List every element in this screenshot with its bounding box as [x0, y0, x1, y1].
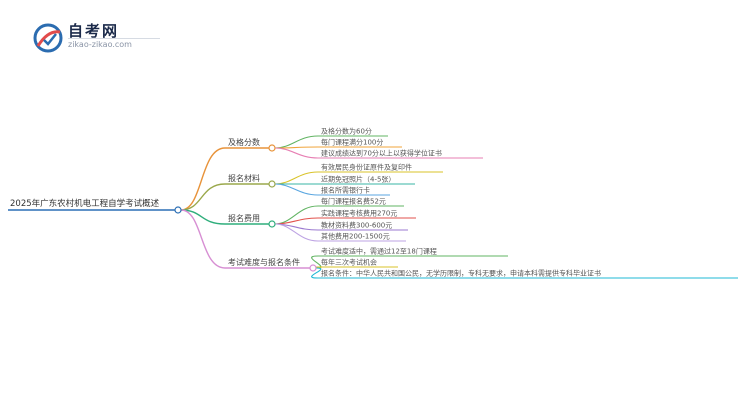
root-node-handle[interactable] [174, 206, 182, 214]
leaf-1-1-label: 及格分数为60分 [321, 127, 372, 136]
edge-branch-1-leaf-3 [274, 147, 319, 159]
logo-divider [68, 38, 160, 39]
branch-2-label: 报名材料 [228, 173, 260, 183]
leaf-2-2-label: 近期免冠照片（4-5张） [321, 175, 395, 184]
leaf-3-1-label: 每门课程报名费52元 [321, 197, 386, 206]
edge-branch-2-leaf-1 [274, 171, 319, 185]
branch-2-handle[interactable] [268, 180, 276, 188]
edge-root-branch-4 [180, 209, 226, 269]
leaf-3-4-label: 其他费用200-1500元 [321, 232, 390, 241]
branch-1-label: 及格分数 [228, 137, 260, 147]
edge-branch-3-leaf-4 [274, 223, 319, 242]
leaf-2-1-label: 有效居民身份证原件及复印件 [321, 163, 412, 172]
leaf-1-2-label: 每门课程满分100分 [321, 138, 383, 147]
root-node-label: 2025年广东农村机电工程自学考试概述 [10, 198, 160, 209]
edge-branch-4-leaf-3 [311, 267, 322, 279]
edge-root-branch-1 [180, 147, 226, 211]
branch-4-handle[interactable] [309, 264, 317, 272]
branch-3-handle[interactable] [268, 220, 276, 228]
leaf-4-3-label: 报名条件：中华人民共和国公民，无学历限制，专科无要求，申请本科需提供专科毕业证书 [321, 269, 601, 278]
leaf-4-2-label: 每年三次考试机会 [321, 258, 377, 267]
edge-branch-1-leaf-1 [274, 135, 319, 149]
leaf-4-1-label: 考试难度适中，需通过12至18门课程 [321, 247, 437, 256]
edge-branch-2-leaf-3 [274, 183, 319, 196]
branch-3-label: 报名费用 [228, 213, 260, 223]
branch-1-handle[interactable] [268, 144, 276, 152]
leaf-3-3-label: 教材资料费300-600元 [321, 221, 392, 230]
leaf-1-3-label: 建议成绩达到70分以上以获得学位证书 [321, 149, 442, 158]
logo-title: 自考网 [68, 22, 120, 40]
edge-branch-3-leaf-2 [274, 217, 319, 225]
logo-url: zikao-zikao.com [68, 40, 132, 49]
site-logo[interactable]: 自考网 zikao-zikao.com [30, 20, 170, 56]
leaf-2-3-label: 报名所需银行卡 [321, 186, 370, 195]
logo-emblem-icon [33, 23, 63, 53]
branch-4-label: 考试难度与报名条件 [228, 257, 300, 267]
leaf-3-2-label: 实践课程考核费用270元 [321, 209, 397, 218]
edge-root-branch-2 [180, 183, 226, 211]
